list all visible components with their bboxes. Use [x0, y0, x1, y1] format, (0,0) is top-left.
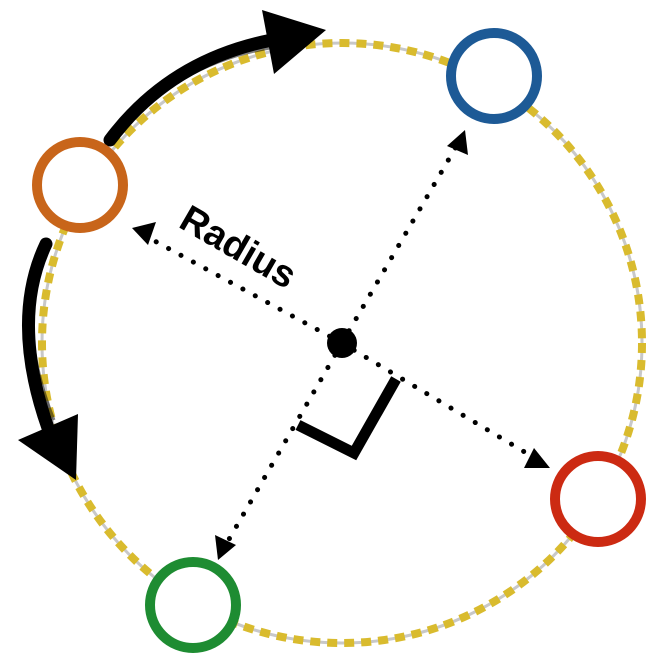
orange-node — [32, 137, 128, 233]
orbit-circle — [38, 39, 646, 647]
arrowhead-blue — [447, 130, 468, 155]
radius-arrow-to-red — [339, 340, 541, 463]
arrowhead-red — [524, 448, 550, 468]
rotation-arrowhead-top — [262, 10, 326, 74]
arrowhead-green — [215, 535, 236, 560]
radius-label: Radius — [173, 198, 304, 298]
arrowhead-orange — [132, 222, 156, 245]
rotation-arrow-top — [103, 10, 326, 147]
orbit-dashes — [38, 39, 646, 647]
radius-arrow-to-orange — [137, 230, 345, 346]
radius-arrow-to-green — [221, 340, 345, 551]
radius-arrow-to-blue — [339, 137, 463, 346]
center-point — [327, 328, 357, 358]
radius-arrows — [132, 130, 550, 560]
red-node — [550, 451, 646, 547]
right-angle-marker — [295, 376, 401, 461]
rotation-arrow-left — [18, 237, 78, 480]
rotation-arrowhead-left — [18, 414, 78, 480]
green-node — [145, 557, 241, 653]
blue-node — [446, 28, 542, 124]
